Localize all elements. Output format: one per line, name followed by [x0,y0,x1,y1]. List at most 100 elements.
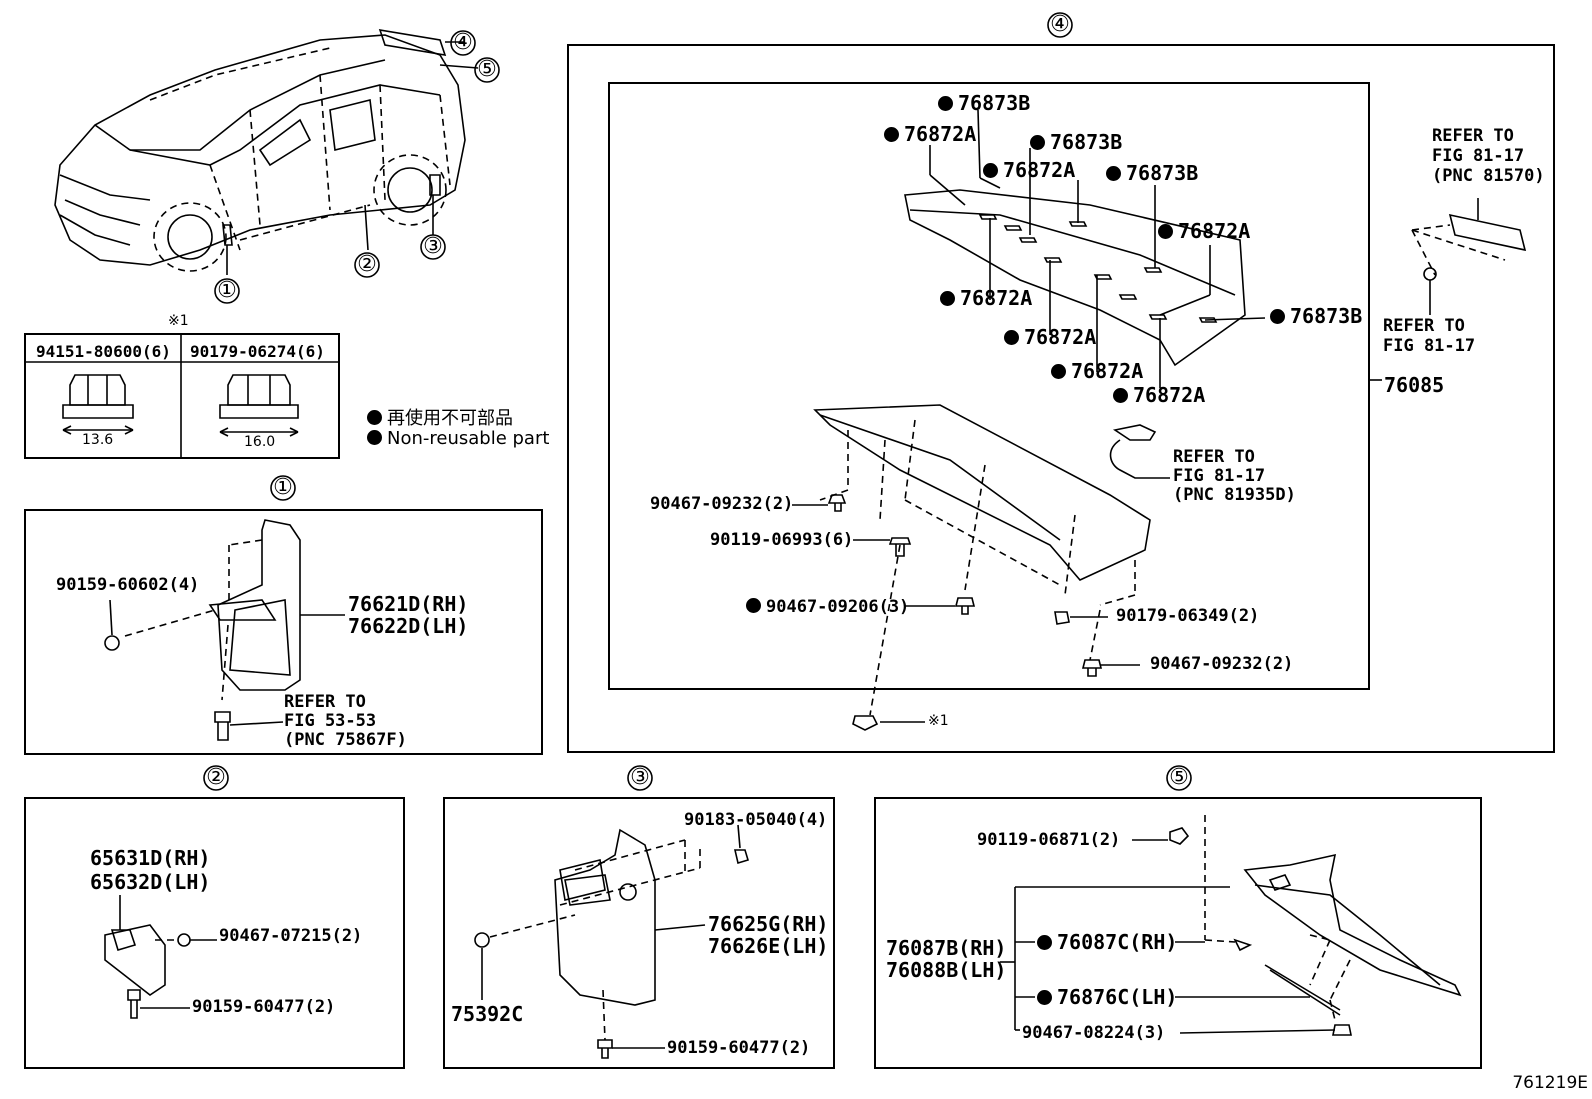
bullet-icon [884,127,899,142]
label-refer-53-3: (PNC 75867F) [284,730,407,750]
label-refer-81935D-1: REFER TO [1173,447,1255,467]
table-mark: ※1 [168,313,189,329]
label-90467-08224: 90467-08224(3) [1022,1023,1166,1043]
callout-4-vehicle: ④ [453,30,473,55]
label-refer-81935D-2: FIG 81-17 [1173,466,1266,486]
part-number: 76872A [1024,325,1097,349]
part-number: 76872A [1071,359,1144,383]
label-76622D: 76622D(LH) [348,614,469,638]
section-3-heading: ③ [630,765,650,790]
label-76621D: 76621D(RH) [348,592,469,616]
label-76625G: 76625G(RH) [708,912,829,936]
section-1-box [24,509,543,755]
table-header-2: 90179-06274(6) [190,342,325,361]
callout-2-vehicle: ② [357,252,377,277]
label-76872A-6: 76872A [1051,361,1143,381]
table-header-1: 94151-80600(6) [36,342,171,361]
part-number: 76876C(LH) [1057,985,1178,1009]
label-90467-09232-b: 90467-09232(2) [1150,654,1294,674]
label-76872A-1: 76872A [884,124,976,144]
nut-table: 94151-80600(6) 90179-06274(6) 13.6 16.0 [24,333,340,459]
label-75392C: 75392C [451,1002,524,1026]
section3-mudflap-drawing [474,824,749,1059]
label-90183-05040: 90183-05040(4) [684,810,828,830]
section-3-box [443,797,835,1069]
label-76872A-5: 76872A [1004,327,1096,347]
section1-mudflap-drawing [104,519,345,741]
label-76087C: 76087C(RH) [1037,932,1177,952]
bullet-icon [367,430,382,445]
label-65632D: 65632D(LH) [90,870,211,894]
label-76873B-2: 76873B [1030,132,1122,152]
part-number: 76873B [958,91,1031,115]
legend-en-text: Non-reusable part [387,428,550,449]
bullet-icon [367,410,382,425]
section-4-inner-box [608,82,1370,690]
callout-5-vehicle: ⑤ [477,57,497,82]
section-5-box [874,797,1482,1069]
part-number: 76873B [1050,130,1123,154]
bullet-icon [940,291,955,306]
label-65631D: 65631D(RH) [90,846,211,870]
part-number: 76872A [1178,219,1251,243]
label-76626E: 76626E(LH) [708,934,829,958]
label-90159-60477-s3: 90159-60477(2) [667,1038,811,1058]
part-number: 90467-09206(3) [766,597,910,617]
bullet-icon [938,96,953,111]
label-mark-1: ※1 [928,713,949,729]
label-refer-81-17-2: FIG 81-17 [1383,336,1476,356]
nut-icon-1 [62,374,134,435]
bullet-icon [1270,309,1285,324]
label-76085: 76085 [1384,373,1445,397]
bullet-icon [1004,330,1019,345]
label-90467-09206: 90467-09206(3) [746,598,909,616]
table-dim-1: 13.6 [82,432,114,448]
section-2-heading: ② [206,765,226,790]
table-dim-2: 16.0 [244,434,276,450]
section-1-heading: ① [273,475,293,500]
label-76876C: 76876C(LH) [1037,987,1177,1007]
bullet-icon [1051,364,1066,379]
part-number: 76873B [1126,161,1199,185]
label-refer-81570-1: REFER TO [1432,126,1514,146]
label-76873B-3: 76873B [1106,163,1198,183]
label-90467-09232-a: 90467-09232(2) [650,494,794,514]
bullet-icon [1158,224,1173,239]
part-number: 76872A [1133,383,1206,407]
part-number: 76873B [1290,304,1363,328]
part-number: 76872A [960,286,1033,310]
legend-en: Non-reusable part [367,428,549,449]
section-2-box [24,797,405,1069]
part-number: 76872A [1003,158,1076,182]
label-76873B-1: 76873B [938,93,1030,113]
label-76873B-4: 76873B [1270,306,1362,326]
label-90159-60477-s2: 90159-60477(2) [192,997,336,1017]
label-76872A-7: 76872A [1113,385,1205,405]
nut-icon-2 [219,374,299,437]
label-refer-53-2: FIG 53-53 [284,711,377,731]
callout-1-vehicle: ① [217,278,237,303]
label-refer-81570-2: FIG 81-17 [1432,146,1525,166]
legend-jp: 再使用不可部品 [367,404,513,430]
section-4-heading: ④ [1050,12,1070,37]
label-90159-60602: 90159-60602(4) [56,575,200,595]
vehicle-illustration [54,28,479,275]
section-4-outer-box [567,44,1555,753]
bullet-icon [1030,135,1045,150]
section-5-heading: ⑤ [1169,765,1189,790]
bullet-icon [1037,990,1052,1005]
label-refer-81935D-3: (PNC 81935D) [1173,485,1296,505]
bullet-icon [1037,935,1052,950]
label-76087B: 76087B(RH) [886,936,1007,960]
label-76872A-2: 76872A [983,160,1075,180]
label-76872A-4: 76872A [940,288,1032,308]
label-90467-07215: 90467-07215(2) [219,926,363,946]
label-refer-81570-3: (PNC 81570) [1432,166,1545,186]
section2-part-drawing [104,895,217,1019]
legend-jp-text: 再使用不可部品 [387,408,513,429]
bullet-icon [746,598,761,613]
label-76088B: 76088B(LH) [886,958,1007,982]
bullet-icon [1106,166,1121,181]
label-76872A-3: 76872A [1158,221,1250,241]
